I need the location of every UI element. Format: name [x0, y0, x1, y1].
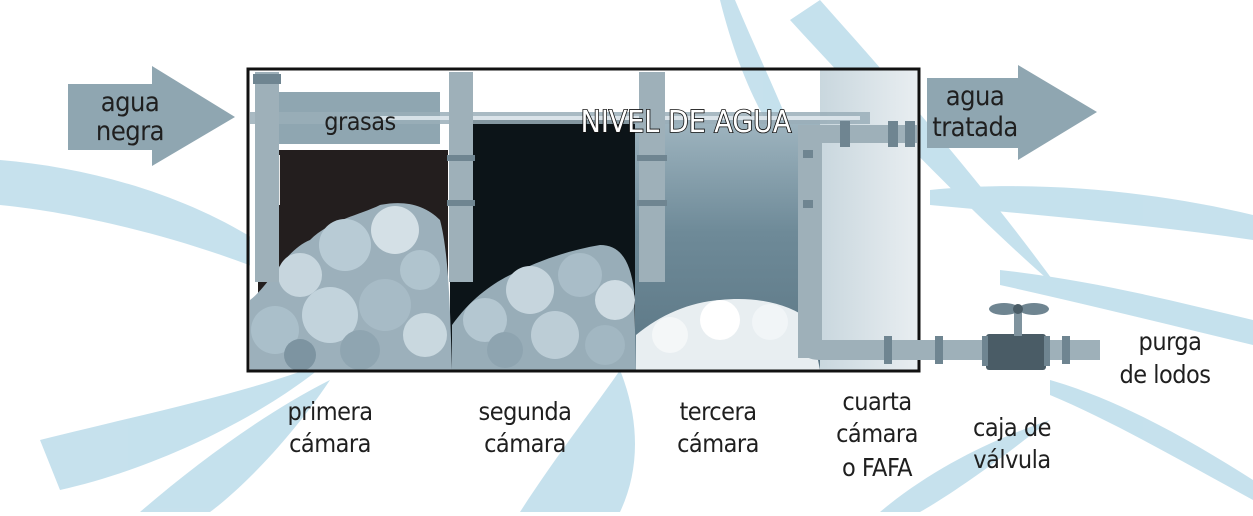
outlet-pipe-inner [822, 125, 917, 143]
sludge-chamber2 [452, 245, 636, 370]
tank-outline [246, 67, 921, 373]
baffle-4 [798, 125, 822, 340]
chamber3-label-line1: tercera [679, 397, 756, 426]
sludge-chamber1 [250, 203, 452, 370]
chamber1-label-line1: primera [287, 397, 372, 426]
chamber1-label-line2: cámara [289, 429, 371, 458]
purge-label-line2: de lodos [1119, 360, 1210, 389]
chamber4-label-line3: o FAFA [842, 453, 913, 482]
purge-label-line1: purga [1139, 327, 1202, 356]
baffle-3 [639, 72, 665, 282]
outlet-arrow: agua tratada [927, 65, 1097, 160]
tank-interior [250, 70, 919, 370]
valve-box-label-line1: caja de [973, 413, 1051, 442]
valve-icon [982, 303, 1050, 370]
inlet-arrow: agua negra [68, 66, 235, 166]
baffle-pipes [253, 72, 917, 340]
inlet-label-line1: agua [101, 87, 160, 118]
chamber2-label-line1: segunda [479, 397, 572, 426]
chamber2-label-line2: cámara [484, 429, 566, 458]
chamber4-label-line1: cuarta [842, 387, 911, 416]
purge-pipe [798, 336, 1100, 364]
sludge-chamber3 [636, 299, 820, 370]
valve-box-label-line2: válvula [973, 445, 1050, 474]
outlet-label-line1: agua [946, 81, 1005, 112]
baffle-2 [449, 72, 473, 282]
chamber3-label-line2: cámara [677, 429, 759, 458]
inlet-label-line2: negra [96, 116, 164, 147]
chamber4-label-line2: cámara [836, 419, 918, 448]
baffle-1 [255, 72, 279, 282]
outlet-label-line2: tratada [932, 112, 1018, 143]
water-level-label: NIVEL DE AGUA [581, 105, 792, 140]
grease-label: grasas [324, 107, 396, 136]
